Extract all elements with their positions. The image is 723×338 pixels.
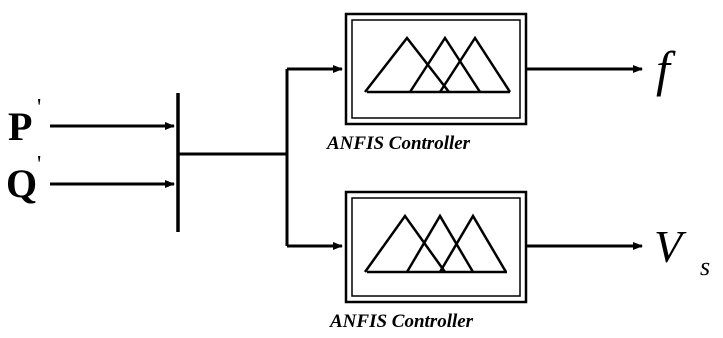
input-q-label: Q bbox=[6, 161, 37, 206]
output-vs-label: V bbox=[654, 221, 687, 272]
anfis-controller-bottom bbox=[344, 190, 528, 304]
controller-bottom-label: ANFIS Controller bbox=[329, 311, 474, 332]
output-vs-subscript: s bbox=[700, 252, 710, 281]
controller-inner-box bbox=[351, 19, 521, 119]
input-p-prime: ' bbox=[37, 95, 41, 121]
membership-functions-icon bbox=[363, 213, 508, 274]
input-p-label: P bbox=[8, 104, 32, 149]
controller-outer-box bbox=[344, 12, 528, 126]
input-q-prime: ' bbox=[37, 152, 41, 178]
anfis-controller-top bbox=[344, 12, 528, 126]
controller-top-label: ANFIS Controller bbox=[326, 133, 471, 154]
membership-functions-icon bbox=[364, 35, 512, 94]
controller-outer-box bbox=[344, 190, 528, 304]
controller-inner-box bbox=[351, 197, 521, 297]
output-f-label: f bbox=[656, 41, 676, 97]
